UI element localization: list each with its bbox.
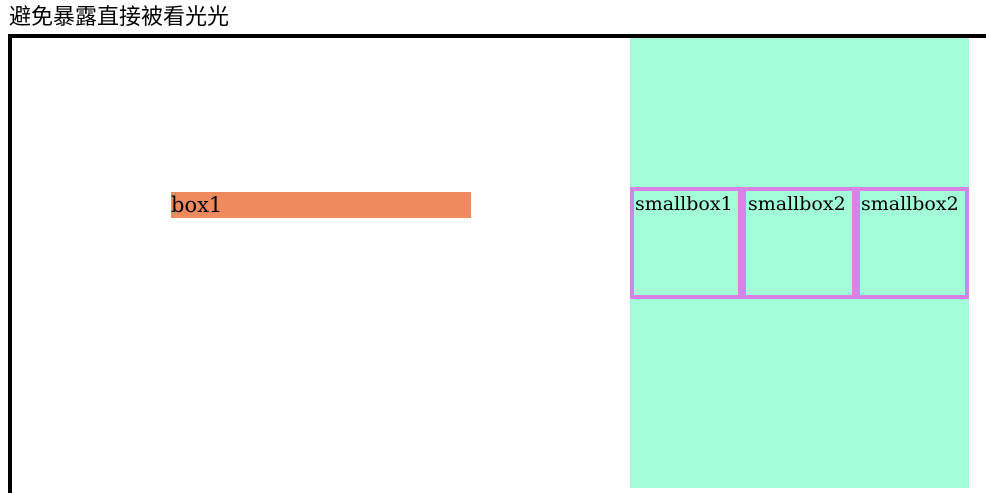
box1: box1 — [171, 192, 471, 218]
smallbox-2: smallbox2 — [742, 187, 856, 299]
right-panel — [630, 38, 969, 488]
smallbox-3: smallbox2 — [856, 187, 969, 299]
page-heading: 避免暴露直接被看光光 — [9, 5, 230, 30]
smallbox-1: smallbox1 — [630, 187, 742, 299]
outer-container — [8, 34, 986, 493]
